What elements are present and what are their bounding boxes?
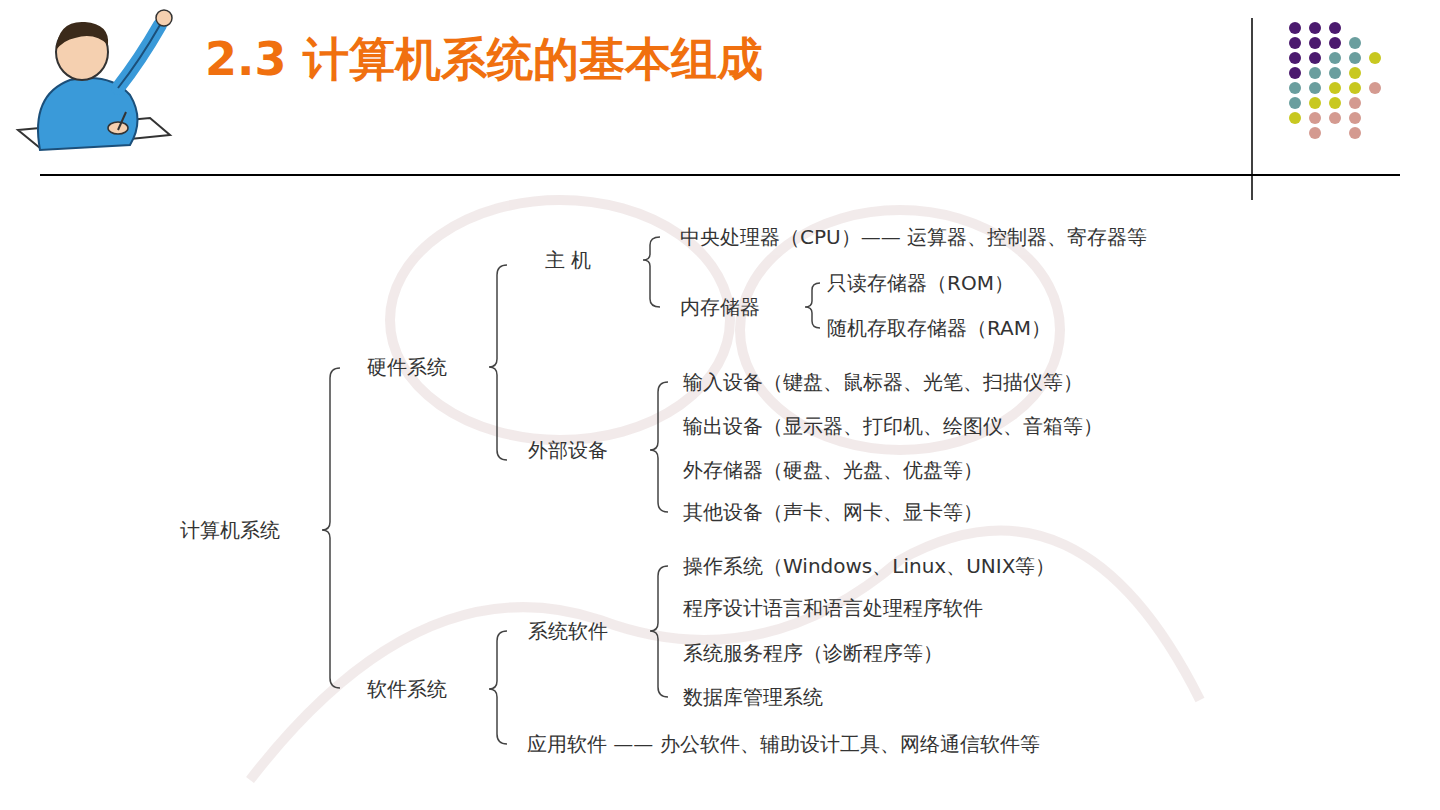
tree-label: 外存储器（硬盘、光盘、优盘等） (683, 458, 983, 482)
tree-label: 系统服务程序（诊断程序等） (683, 641, 943, 665)
tree-label: 其他设备（声卡、网卡、显卡等） (683, 500, 983, 524)
tree-label: 程序设计语言和语言处理程序软件 (683, 596, 983, 620)
tree-label: 应用软件 —— 办公软件、辅助设计工具、网络通信软件等 (527, 732, 1040, 756)
tree-label: 计算机系统 (180, 518, 280, 542)
tree-label: 主 机 (545, 248, 591, 272)
header-divider (1251, 18, 1253, 200)
tree-label: 只读存储器（ROM） (827, 271, 1014, 295)
tree-label: 数据库管理系统 (683, 685, 823, 709)
tree-label: 硬件系统 (367, 355, 447, 379)
slide-title: 2.3 计算机系统的基本组成 (205, 32, 763, 87)
tree-label: 软件系统 (367, 677, 447, 701)
header-rule (40, 174, 1400, 176)
tree-label: 随机存取存储器（RAM） (827, 316, 1051, 340)
tree-label: 系统软件 (528, 619, 608, 643)
tree-label: 外部设备 (528, 438, 608, 462)
cartoon-student (18, 10, 172, 150)
brace (322, 237, 820, 744)
tree-label: 中央处理器（CPU）—— 运算器、控制器、寄存器等 (680, 225, 1147, 249)
tree-label: 输出设备（显示器、打印机、绘图仪、音箱等） (683, 414, 1103, 438)
dot-grid (1289, 22, 1381, 139)
tree-label: 输入设备（键盘、鼠标器、光笔、扫描仪等） (683, 370, 1083, 394)
tree-label: 内存储器 (680, 295, 760, 319)
tree-label: 操作系统（Windows、Linux、UNIX等） (683, 554, 1055, 578)
watermark (250, 200, 1200, 780)
